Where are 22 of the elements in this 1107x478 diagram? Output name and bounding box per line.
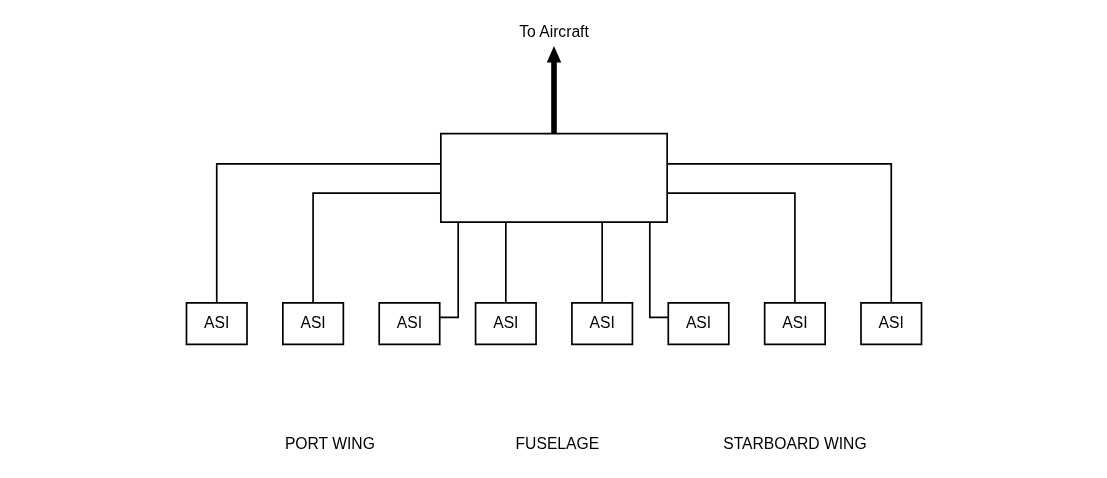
node-box: ASI [474, 302, 537, 346]
connector [666, 192, 796, 304]
label: STARBOARD WING [722, 435, 867, 453]
connector [648, 221, 669, 319]
connector [504, 221, 507, 304]
node-box: ASI [281, 302, 344, 346]
node-box: ASI [666, 302, 730, 346]
node-box [439, 132, 668, 224]
connector [438, 221, 459, 319]
connector [665, 163, 892, 304]
arrow [546, 46, 561, 134]
label: FUSELAGE [515, 435, 599, 453]
connector [311, 192, 441, 304]
connector [215, 163, 442, 304]
node-box: ASI [377, 302, 441, 346]
node-box: ASI [763, 302, 826, 346]
label: PORT WING [284, 435, 375, 453]
node-box: ASI [570, 302, 633, 346]
node-text: To Aircraft [518, 22, 589, 40]
connector [600, 221, 603, 304]
node-box: ASI [185, 302, 248, 346]
node-box: ASI [859, 302, 922, 346]
